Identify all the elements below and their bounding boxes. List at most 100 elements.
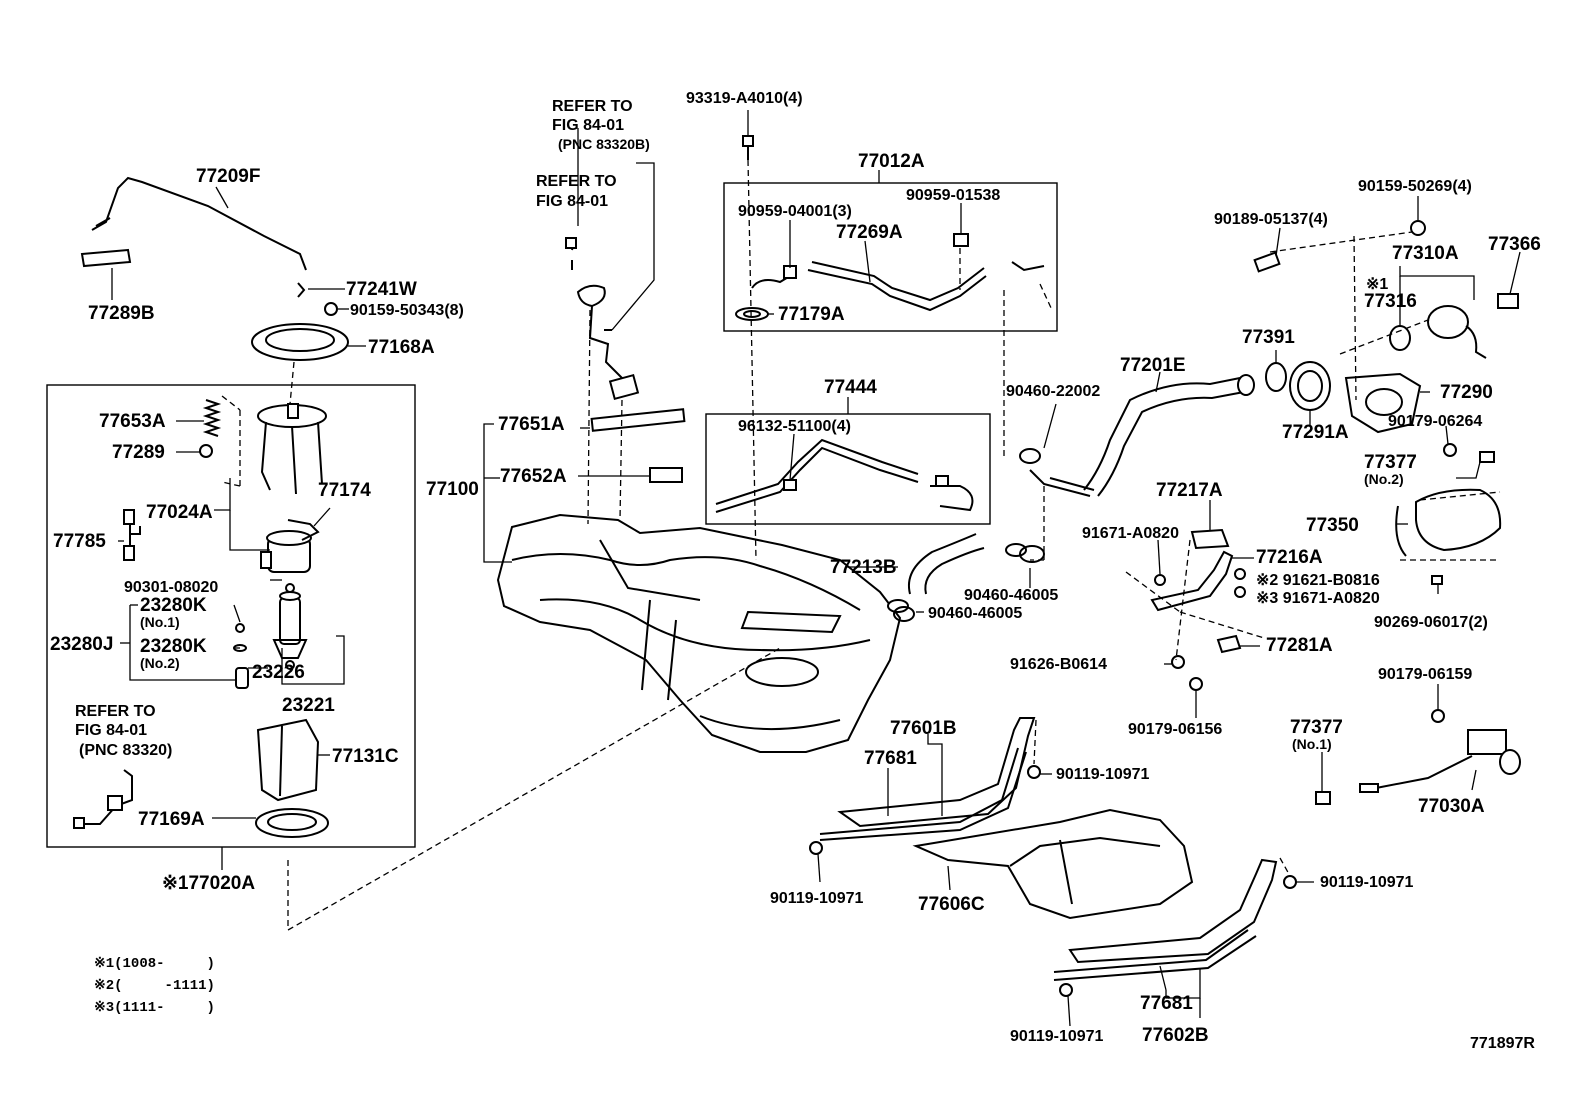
callout-90179-06159: 90179-06159 bbox=[1378, 666, 1472, 683]
bolt-90159-50269-shape bbox=[1410, 220, 1426, 236]
fuel-pump-23221-shape bbox=[272, 583, 308, 670]
callout-77201E: 77201E bbox=[1120, 355, 1186, 376]
callout-77213B: 77213B bbox=[830, 557, 897, 578]
callout-77681-upper: 77681 bbox=[864, 748, 917, 769]
callout-77131C: 77131C bbox=[332, 746, 399, 767]
note-3: ※3(1111- ) bbox=[94, 1000, 215, 1016]
figure-code: 771897R bbox=[1470, 1035, 1535, 1052]
callout-23280K-no1: 23280K bbox=[140, 595, 207, 616]
bolt-91626-shape bbox=[1171, 655, 1185, 669]
gasket-77391-shape bbox=[1265, 362, 1287, 392]
mount-bolts-shape bbox=[809, 765, 1297, 997]
callout-96132-51100: 96132-51100(4) bbox=[738, 418, 851, 435]
callout-77100: 77100 bbox=[426, 479, 479, 500]
callout-90959-01538: 90959-01538 bbox=[906, 187, 1000, 204]
bracket-77216A-shape bbox=[1150, 550, 1234, 612]
hose-assembly-77012A-frame bbox=[723, 182, 1058, 332]
spring-77377-1-shape bbox=[1315, 791, 1331, 805]
small-bolt-shape bbox=[297, 282, 338, 316]
refer-fig-line1: REFER TO bbox=[75, 703, 156, 720]
callout-90460-22002: 90460-22002 bbox=[1006, 383, 1100, 400]
clamp-90460-46005-a-shape bbox=[1019, 545, 1045, 563]
callout-23221: 23221 bbox=[282, 695, 335, 716]
hoses-77444-shape bbox=[715, 438, 974, 513]
clip-77366-shape bbox=[1497, 293, 1519, 309]
callout-90179-06264: 90179-06264 bbox=[1388, 413, 1482, 430]
nut-90179-06156-shape bbox=[1189, 677, 1203, 691]
bolt-91621-shape bbox=[1234, 568, 1246, 580]
callout-91626-B0614: 91626-B0614 bbox=[1010, 656, 1107, 673]
spring-77377-2-shape bbox=[1479, 451, 1495, 463]
fuel-filter-shape bbox=[260, 519, 320, 573]
filter-23226-shape bbox=[235, 667, 249, 689]
callout-90460-46005-lower: 90460-46005 bbox=[928, 605, 1022, 622]
callout-77030A: 77030A bbox=[1418, 796, 1485, 817]
refer-fig-mid-line1: REFER TO bbox=[536, 173, 617, 190]
callout-90119-10971-upper-right: 90119-10971 bbox=[1056, 766, 1150, 783]
callout-77012A: 77012A bbox=[858, 151, 925, 172]
clip-77289B-shape bbox=[80, 248, 132, 268]
clamp-90460-22002-shape bbox=[1019, 448, 1041, 464]
callout-23280K-no1-note: (No.1) bbox=[140, 614, 180, 630]
refer-fig-line2: FIG 84-01 bbox=[75, 722, 147, 739]
callout-77606C: 77606C bbox=[918, 894, 985, 915]
callout-77269A: 77269A bbox=[836, 222, 903, 243]
callout-90119-10971-right: 90119-10971 bbox=[1320, 874, 1414, 891]
callout-90179-06156: 90179-06156 bbox=[1128, 721, 1222, 738]
part-labels: 77209F 77289B 77241W 90159-50343(8) 7716… bbox=[50, 90, 1541, 1046]
callout-77444: 77444 bbox=[824, 377, 877, 398]
callout-77289B: 77289B bbox=[88, 303, 155, 324]
pump-bracket-77024A-shape bbox=[257, 403, 327, 495]
callout-90460-46005-upper: 90460-46005 bbox=[964, 587, 1058, 604]
callout-77377-no1-note: (No.1) bbox=[1292, 736, 1332, 752]
callout-77316: 77316 bbox=[1364, 291, 1417, 312]
spring-77653A-shape bbox=[202, 399, 222, 437]
refer-fig-mid-line2: FIG 84-01 bbox=[536, 193, 608, 210]
callout-23280K-no2: 23280K bbox=[140, 636, 207, 657]
gasket-77169A-shape bbox=[255, 808, 329, 838]
callout-77785: 77785 bbox=[53, 531, 106, 552]
note-2: ※2( -1111) bbox=[94, 978, 215, 994]
callout-77601B: 77601B bbox=[890, 718, 957, 739]
callout-77216A: 77216A bbox=[1256, 547, 1323, 568]
callout-77652A: 77652A bbox=[500, 466, 567, 487]
callout-77366: 77366 bbox=[1488, 234, 1541, 255]
bolt-91671-b-shape bbox=[1234, 586, 1246, 598]
filler-pipe-77201E-shape bbox=[1029, 374, 1255, 497]
callout-91671-A0820-upper: 91671-A0820 bbox=[1082, 525, 1179, 542]
bracket-77217A-shape bbox=[1190, 528, 1230, 550]
pump-cover-77131C-shape bbox=[256, 718, 320, 802]
callout-91621-B0816: ※2 91621-B0816 bbox=[1256, 572, 1380, 589]
callout-77350: 77350 bbox=[1306, 515, 1359, 536]
callout-77291A: 77291A bbox=[1282, 422, 1349, 443]
pump-assembly-frame bbox=[46, 384, 416, 848]
filler-box-77290-shape bbox=[1344, 372, 1422, 434]
fuel-lid-77350-shape bbox=[1395, 488, 1502, 585]
bolt-90179-06264-shape bbox=[1443, 443, 1457, 457]
clamp-90460-46005-b-shape bbox=[893, 606, 915, 622]
callout-90159-50343: 90159-50343(8) bbox=[350, 302, 464, 319]
callout-77377-no2: 77377 bbox=[1364, 452, 1417, 473]
hose-77213B-shape bbox=[887, 533, 1027, 613]
callout-77289: 77289 bbox=[112, 442, 165, 463]
clip-77281A-shape bbox=[1216, 634, 1242, 654]
fuel-tank-shape bbox=[496, 513, 902, 753]
callout-77290: 77290 bbox=[1440, 382, 1493, 403]
footnotes: ※1(1008- ) ※2( -1111) ※3(1111- ) bbox=[94, 956, 215, 1016]
hoses-77012A-shape bbox=[735, 233, 1045, 321]
callout-77020A: ※177020A bbox=[162, 873, 255, 894]
callout-77681-lower: 77681 bbox=[1140, 993, 1193, 1014]
callout-77217A: 77217A bbox=[1156, 480, 1223, 501]
strap-77601B-shape bbox=[819, 717, 1036, 841]
callout-23280J: 23280J bbox=[50, 634, 113, 655]
callout-77241W: 77241W bbox=[346, 279, 417, 300]
callout-90119-10971-bottom: 90119-10971 bbox=[1010, 1028, 1104, 1045]
callout-77209F: 77209F bbox=[196, 166, 260, 187]
strap-77602B-shape bbox=[1053, 858, 1278, 981]
bolt-91671-shape bbox=[1154, 574, 1166, 586]
grommet-77289-shape bbox=[199, 444, 213, 458]
callout-77377-no1: 77377 bbox=[1290, 717, 1343, 738]
callout-91671-A0820-lower: ※3 91671-A0820 bbox=[1256, 590, 1380, 607]
fuel-line-77209F-shape bbox=[91, 176, 307, 271]
